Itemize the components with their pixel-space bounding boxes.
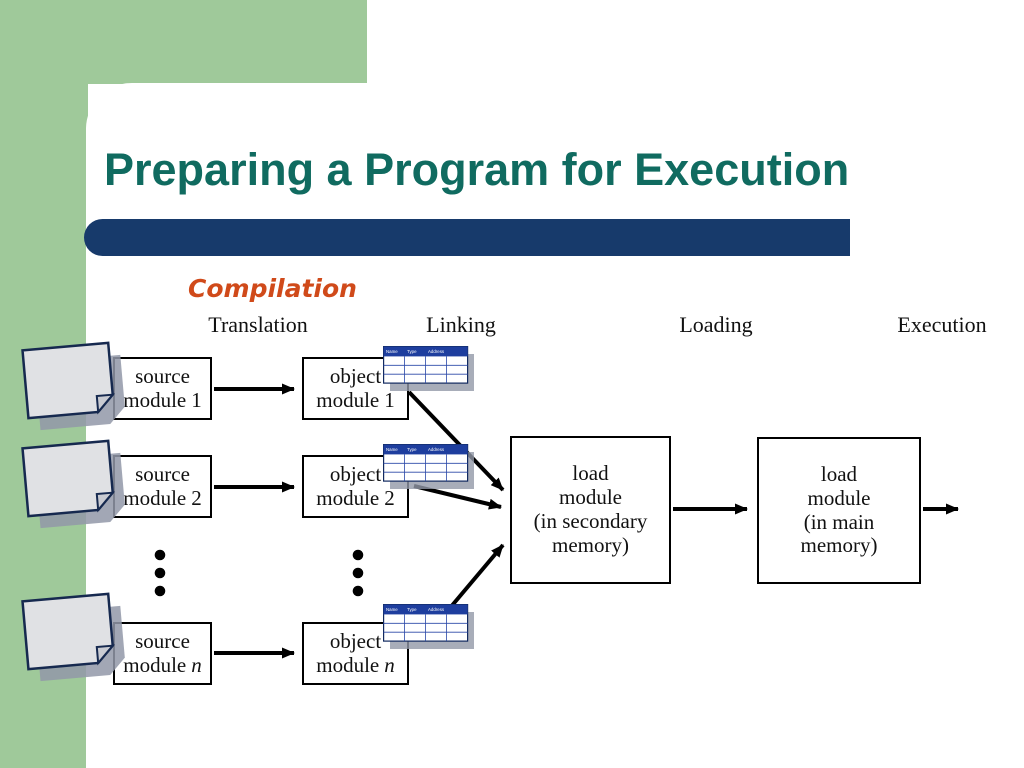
table-header-name: Name xyxy=(386,349,398,354)
source-module-1-line1: source xyxy=(135,363,190,388)
table-header-type: Type xyxy=(407,447,417,452)
slide-title: Preparing a Program for Execution xyxy=(104,144,850,195)
table-gridlines xyxy=(383,356,468,383)
document-icon-source-n xyxy=(21,591,128,684)
object-module-2-line1: object xyxy=(329,461,382,486)
stage-header-translation: Translation xyxy=(208,312,308,337)
object-module-n-line1: object xyxy=(329,628,382,653)
table-header-address: Address xyxy=(428,607,445,612)
table-header-name: Name xyxy=(386,447,398,452)
load-module-secondary-box: load module (in secondary memory) xyxy=(510,436,671,584)
document-icon-source-2 xyxy=(21,438,128,531)
stage-header-loading: Loading xyxy=(679,312,753,337)
table-header-address: Address xyxy=(428,447,445,452)
compilation-label: Compilation xyxy=(188,274,357,303)
title-underline-bar xyxy=(84,219,850,256)
table-header-type: Type xyxy=(407,349,417,354)
table-header-type: Type xyxy=(407,607,417,612)
source-module-n-line1: source xyxy=(135,628,190,653)
stage-header-linking: Linking xyxy=(426,312,496,337)
stage-header-execution: Execution xyxy=(897,312,987,337)
content-panel-top xyxy=(367,0,1024,84)
table-header-address: Address xyxy=(428,349,445,354)
symbol-table-icon-object-1: Name Type Address xyxy=(383,346,474,391)
table-header xyxy=(383,604,468,615)
table-header-name: Name xyxy=(386,607,398,612)
document-icon-source-1 xyxy=(21,340,128,433)
object-module-1-line1: object xyxy=(329,363,382,388)
symbol-table-icon-object-n: Name Type Address xyxy=(383,604,474,649)
table-header xyxy=(383,346,468,357)
green-top-block xyxy=(0,0,367,84)
source-module-2-line1: source xyxy=(135,461,190,486)
symbol-table-icon-object-2: Name Type Address xyxy=(383,444,474,489)
load-module-main-box: load module (in main memory) xyxy=(757,437,921,584)
